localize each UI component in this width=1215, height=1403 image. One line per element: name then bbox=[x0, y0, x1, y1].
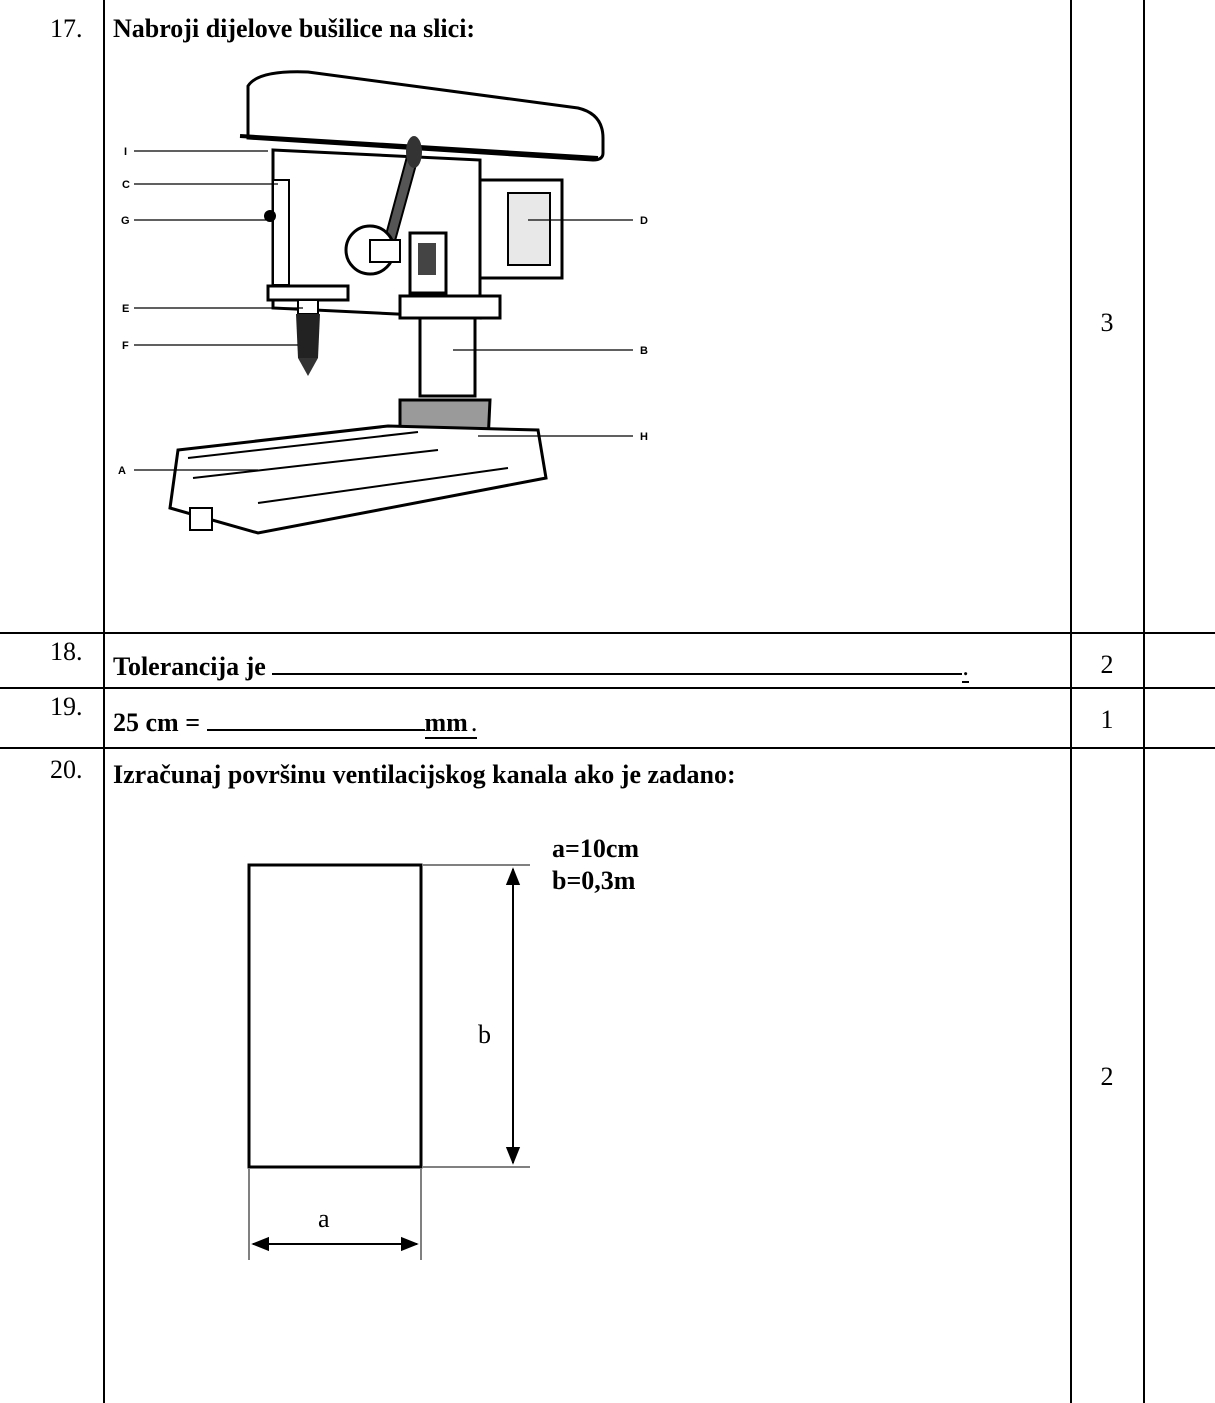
given-b: b=0,3m bbox=[552, 866, 636, 895]
given-a: a=10cm bbox=[552, 834, 640, 863]
dimension-label-b: b bbox=[478, 1020, 491, 1049]
row-divider-18-19 bbox=[0, 687, 1215, 689]
question-number-18: 18. bbox=[50, 637, 83, 666]
drill-label-f: F bbox=[122, 340, 129, 352]
table-border-points-right bbox=[1143, 0, 1145, 1403]
duct-rectangle bbox=[247, 863, 423, 1169]
drill-label-g: G bbox=[121, 215, 130, 227]
drill-label-a: A bbox=[118, 465, 126, 477]
conversion-prefix: 25 cm = bbox=[113, 708, 201, 737]
question-text-20: Izračunaj površinu ventilacijskog kanala… bbox=[113, 760, 736, 789]
drill-label-b: B bbox=[640, 345, 648, 357]
points-20: 2 bbox=[1100, 1062, 1114, 1091]
tolerance-answer-blank[interactable] bbox=[272, 649, 963, 675]
question-text-18: Tolerancija je . bbox=[113, 649, 969, 683]
drill-label-d: D bbox=[640, 215, 648, 227]
table-border-left bbox=[103, 0, 105, 1403]
drill-label-h: H bbox=[640, 431, 648, 443]
conversion-answer-blank[interactable] bbox=[206, 705, 425, 731]
question-text-17: Nabroji dijelove bušilice na slici: bbox=[113, 14, 476, 43]
points-17: 3 bbox=[1100, 308, 1114, 337]
dimension-label-a: a bbox=[318, 1204, 330, 1233]
points-18: 2 bbox=[1100, 650, 1114, 679]
row-divider-17-18 bbox=[0, 632, 1215, 634]
drill-press-illustration: I C G E F A D B H bbox=[118, 70, 648, 535]
table-border-points-left bbox=[1070, 0, 1072, 1403]
ventilation-duct-diagram bbox=[247, 863, 423, 1169]
drill-label-e: E bbox=[122, 303, 129, 315]
duct-dimension-lines: b a bbox=[248, 864, 530, 1260]
question-number-19: 19. bbox=[50, 692, 83, 721]
drill-label-c: C bbox=[122, 179, 130, 191]
conversion-unit: mm bbox=[424, 708, 468, 739]
question-text-19: 25 cm = mm. bbox=[113, 705, 478, 739]
tolerance-prefix: Tolerancija je bbox=[113, 652, 266, 681]
tolerance-period: . bbox=[962, 652, 969, 683]
drill-label-i: I bbox=[124, 146, 127, 158]
conversion-period: . bbox=[467, 708, 478, 739]
row-divider-19-20 bbox=[0, 747, 1215, 749]
question-number-17: 17. bbox=[50, 14, 83, 43]
points-19: 1 bbox=[1100, 705, 1114, 734]
question-number-20: 20. bbox=[50, 755, 83, 784]
